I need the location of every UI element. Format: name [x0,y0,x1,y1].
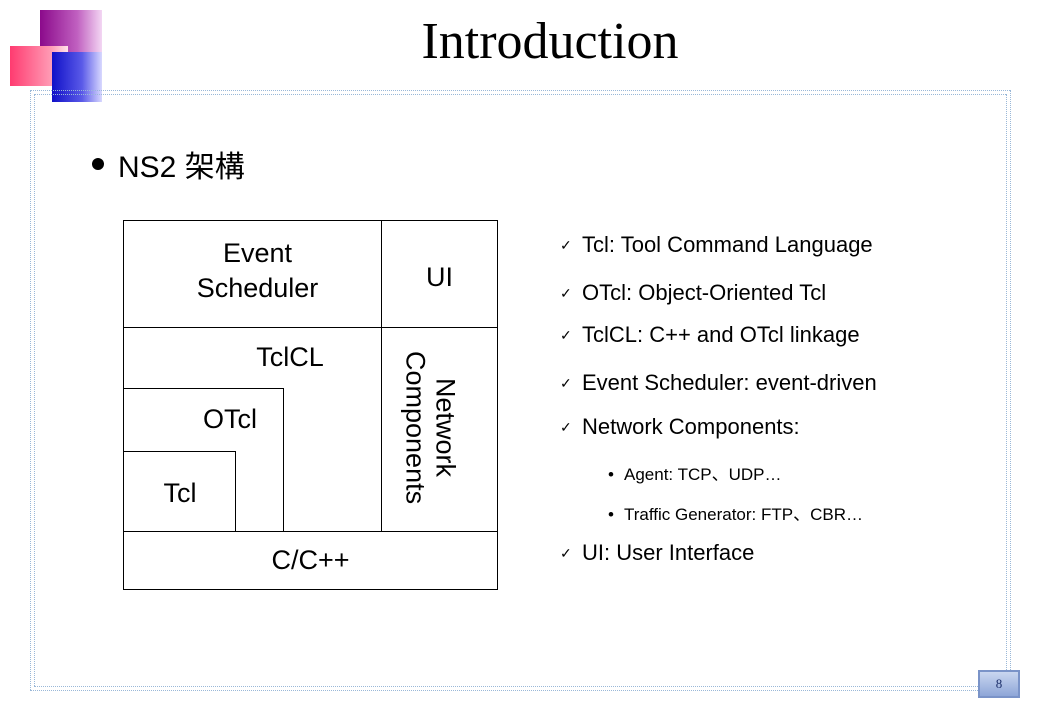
check-icon: ✓ [560,236,572,253]
cpp-box [123,531,498,590]
frame-border-right-inner [1006,94,1007,686]
event-scheduler-label: Event Scheduler [196,238,319,304]
tclcl-label: TclCL [256,342,324,372]
network-components-box [381,327,498,532]
network-components-label: Network Components [400,351,461,505]
check-icon: ✓ [560,374,572,391]
bullet-dot-icon [92,158,104,170]
main-bullet: NS2 架構 [92,142,245,186]
frame-border-top [30,90,1010,91]
list-item: ✓ Tcl: Tool Command Language [560,232,873,258]
page-number: 8 [995,676,1003,691]
check-icon: ✓ [560,544,572,561]
tcl-label: Tcl [163,478,197,508]
list-item-text: Tcl: Tool Command Language [582,232,873,257]
check-icon: ✓ [560,326,572,343]
list-item: ✓ OTcl: Object-Oriented Tcl [560,280,826,306]
sub-bullet-icon: • [608,465,614,484]
list-item: ✓ Event Scheduler: event-driven [560,370,877,396]
frame-border-left [30,90,31,690]
frame-border-left-inner [34,94,35,686]
frame-border-bottom [30,690,1010,691]
main-bullet-text: NS2 架構 [118,151,245,184]
list-item: ✓ Network Components: [560,414,800,440]
sub-list-item: • Traffic Generator: FTP、CBR… [608,500,863,525]
sub-list-item-text: Traffic Generator: FTP、CBR… [624,505,863,524]
list-item: ✓ UI: User Interface [560,540,754,566]
sub-list-item-text: Agent: TCP、UDP… [624,465,782,484]
page-number-badge: 8 [978,670,1020,698]
list-item-text: TclCL: C++ and OTcl linkage [582,322,860,347]
list-item-text: Event Scheduler: event-driven [582,370,877,395]
sub-bullet-icon: • [608,505,614,524]
check-icon: ✓ [560,284,572,301]
ui-box [381,220,498,328]
sub-list-item: • Agent: TCP、UDP… [608,460,781,485]
list-item-text: UI: User Interface [582,540,755,565]
list-item-text: Network Components: [582,414,800,439]
cpp-label: C/C++ [271,545,350,575]
list-item: ✓ TclCL: C++ and OTcl linkage [560,322,860,348]
frame-border-right [1010,90,1011,690]
slide-title: Introduction [421,13,679,70]
ui-label: UI [426,262,453,292]
check-icon: ✓ [560,418,572,435]
otcl-label: OTcl [203,404,257,434]
event-scheduler-box [123,220,382,328]
frame-border-top-inner [34,94,1006,95]
frame-border-bottom-inner [34,686,1006,687]
decorative-square-blue [52,52,102,102]
list-item-text: OTcl: Object-Oriented Tcl [582,280,827,305]
tcl-box [123,451,236,532]
